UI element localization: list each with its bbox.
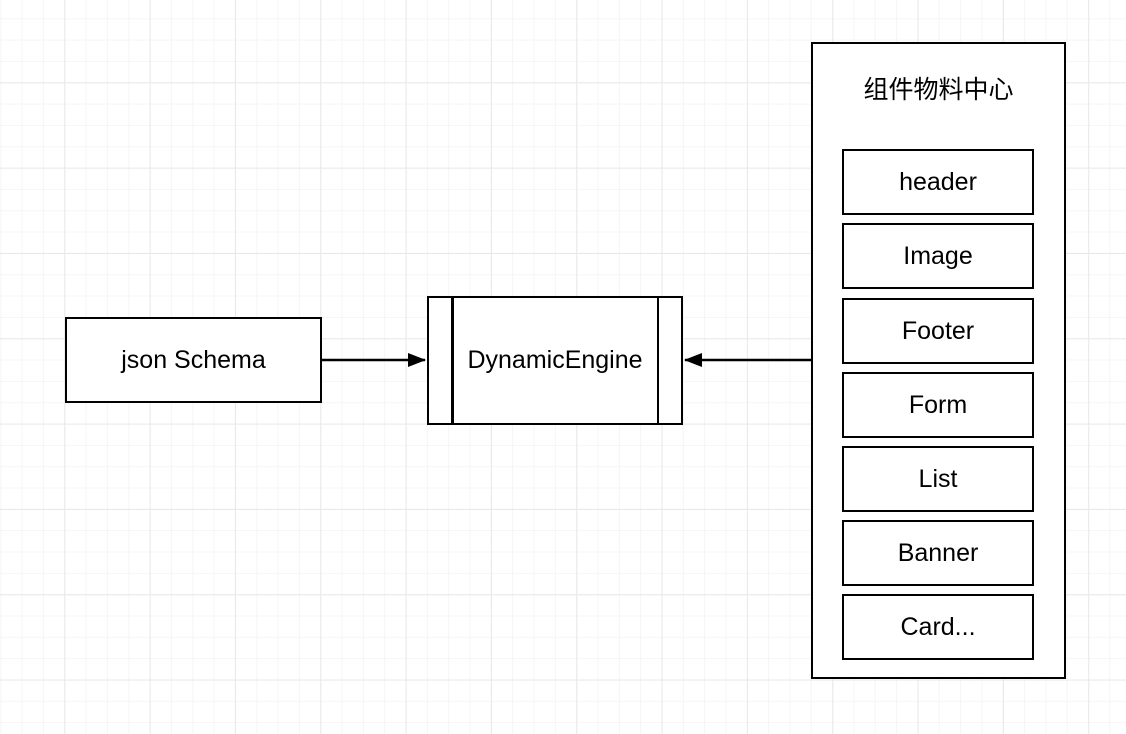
component-label: header bbox=[899, 167, 977, 196]
component-box-banner[interactable]: Banner bbox=[842, 520, 1034, 586]
node-dynamic-engine[interactable]: DynamicEngine bbox=[427, 296, 683, 425]
material-center-title: 组件物料中心 bbox=[863, 76, 1014, 104]
component-box-footer[interactable]: Footer bbox=[842, 298, 1034, 364]
component-label: Banner bbox=[897, 538, 979, 567]
node-dynamic-engine-label: DynamicEngine bbox=[467, 346, 643, 374]
process-left-bar bbox=[451, 298, 454, 423]
component-label: Card... bbox=[900, 612, 976, 641]
component-label: Image bbox=[903, 241, 973, 270]
component-box-form[interactable]: Form bbox=[842, 372, 1034, 438]
component-box-card[interactable]: Card... bbox=[842, 594, 1034, 660]
node-material-center[interactable]: 组件物料中心 header Image Footer Form List Ban… bbox=[811, 42, 1066, 679]
component-label: Form bbox=[908, 390, 968, 419]
node-json-schema-label: json Schema bbox=[121, 345, 266, 374]
component-box-list[interactable]: List bbox=[842, 446, 1034, 512]
process-right-bar bbox=[656, 298, 659, 423]
component-box-header[interactable]: header bbox=[842, 149, 1034, 215]
component-label: List bbox=[918, 464, 958, 493]
component-box-image[interactable]: Image bbox=[842, 223, 1034, 289]
node-json-schema[interactable]: json Schema bbox=[65, 317, 322, 403]
component-label: Footer bbox=[901, 316, 975, 345]
